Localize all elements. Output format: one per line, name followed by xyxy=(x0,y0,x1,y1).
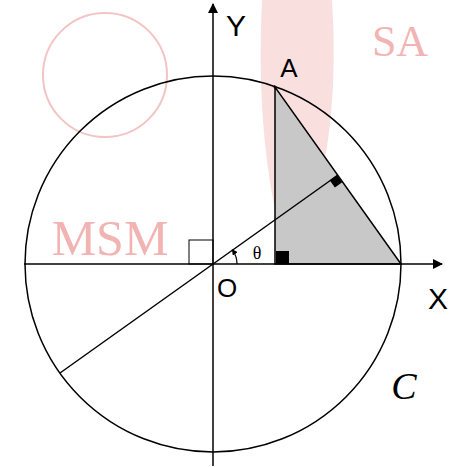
angle-label: θ xyxy=(253,244,262,262)
x-axis xyxy=(24,263,442,265)
diameter-line xyxy=(60,175,338,373)
point-label: A xyxy=(280,55,297,81)
right-angle-mark xyxy=(189,240,213,264)
watermark-text: SA xyxy=(372,20,428,64)
origin-label: O xyxy=(217,275,237,301)
y-axis xyxy=(212,4,214,466)
angle-arc xyxy=(233,250,238,264)
axis-label: X xyxy=(428,284,448,314)
axis-label: Y xyxy=(226,11,246,41)
point-a xyxy=(274,86,277,89)
watermark-seal xyxy=(43,13,167,137)
right-angle-mark xyxy=(276,251,289,264)
watermark-text: MSM xyxy=(52,213,169,263)
right-angle-mark xyxy=(330,175,343,188)
curve-label: C xyxy=(391,367,416,405)
